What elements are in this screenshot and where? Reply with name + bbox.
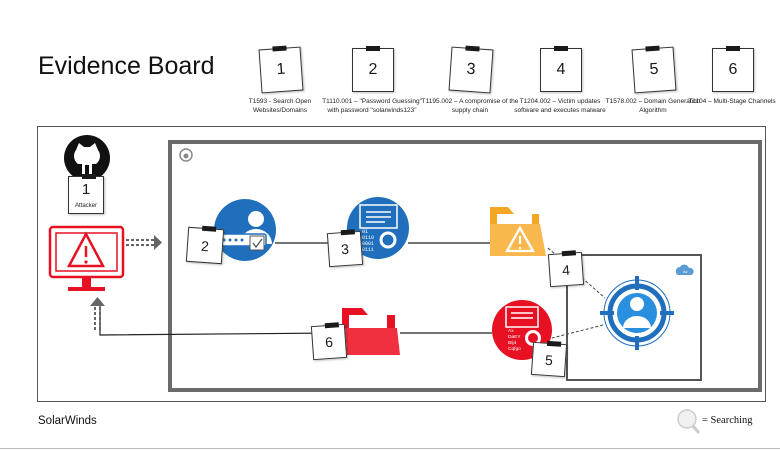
technique-label-5: T1578.002 – Domain Generation Algorithm [605,98,701,114]
dotted-arrow-right [126,235,162,250]
alert-monitor-icon [48,225,125,291]
cloud-icon: Az [675,264,694,275]
legend-label: = Searching [702,415,753,426]
svg-text:DaEY: DaEY [508,334,521,340]
board-note-4: 4 [547,251,585,288]
target-user-icon [600,276,674,350]
attacker-note: 1 Attacker [68,174,104,214]
svg-text:BIj4: BIj4 [508,340,517,346]
svg-text:0001: 0001 [362,241,374,247]
evidence-board [37,126,766,402]
technique-label-6: T1104 – Multi-Stage Channels [688,98,776,105]
warning-folder-icon [490,207,546,256]
board-note-5: 5 [530,341,568,378]
cloud-label: Az [683,269,688,274]
board-note-2: 2 [185,226,225,265]
board-note-6: 6 [310,323,348,361]
page-title: Evidence Board [38,52,215,80]
victim-boundary [168,140,762,392]
svg-text:Ax: Ax [508,328,514,334]
technique-label-3: T1195.002 – A compromise of the supply c… [421,98,519,114]
github-icon [64,135,110,181]
red-folder-icon [342,308,400,355]
magnifier-icon [677,409,701,434]
svg-text:01: 01 [362,229,368,235]
technique-note-2: 2 [352,46,394,92]
dotted-arrow-up [90,297,105,330]
technique-label-2: T1110.001 – "Password Guessing" with pas… [322,98,422,114]
divider [0,448,780,449]
svg-text:0110: 0110 [362,235,374,241]
cloud-boundary [566,254,702,381]
attacker-note-number: 1 [81,181,91,198]
svg-text:Cqfgo: Cqfgo [508,346,521,352]
attacker-label: Attacker [74,203,97,209]
technique-label-4: T1204.002 – Victim updates software and … [514,98,606,114]
technique-note-4: 4 [540,46,582,92]
company-label: SolarWinds [38,415,97,427]
svg-text:0111: 0111 [362,247,374,253]
github-small-icon [179,148,193,162]
binary-gear-icon: 01 0110 0001 0111 [347,197,409,259]
user-password-icon [214,199,276,261]
technique-note-6: 6 [712,46,754,92]
technique-label-1: T1593 - Search Open Websites/Domains [248,98,312,114]
board-note-3: 3 [326,230,364,268]
